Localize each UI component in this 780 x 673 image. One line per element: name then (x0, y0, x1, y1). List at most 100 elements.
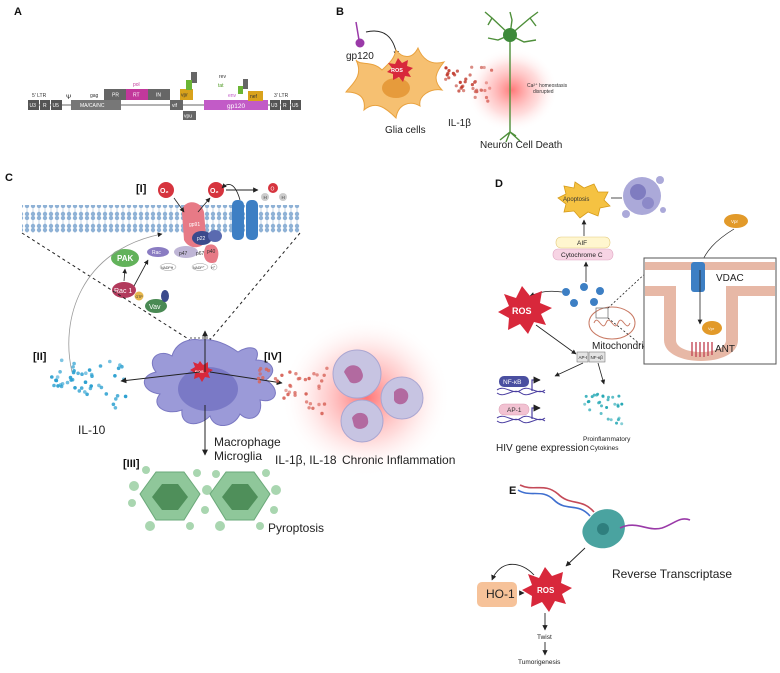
il1b-il18-dot (280, 373, 284, 377)
in-label: IN (156, 93, 161, 99)
il10-dot (73, 386, 77, 390)
d-ros-label: ROS (512, 306, 532, 316)
env-label: env (228, 93, 237, 99)
vdac-label: VDAC (716, 273, 744, 284)
neuron-death-label: Neuron Cell Death (480, 140, 562, 151)
cytokine-dot (617, 394, 621, 398)
o-label: O (271, 187, 275, 193)
arrow-il10-feedback (68, 232, 163, 373)
arrow-o2-2 (197, 197, 211, 213)
il10-dot (65, 380, 70, 385)
vpu-segment (183, 111, 196, 120)
il10-dot (55, 375, 60, 379)
il1b-il18-dot (273, 377, 278, 381)
il1b-il18-dot (287, 390, 292, 394)
neuron-soma (503, 28, 517, 42)
o2-label-2: O₂ (210, 188, 219, 195)
e-ros-label: ROS (537, 586, 555, 595)
dna-ap1: AP-1 (496, 403, 546, 424)
o2-molecule-2: O₂ (208, 182, 224, 198)
nadp-label: NADP⁺ (193, 266, 205, 270)
rev-exon1 (191, 72, 197, 83)
il1b-dot (462, 89, 466, 93)
rev-label: rev (219, 74, 226, 80)
il10-dot (99, 385, 104, 390)
h-label-2: H (282, 195, 285, 200)
rac1-label: Rac 1 (114, 288, 132, 295)
c-label-i: [I] (136, 183, 147, 195)
il1b-il18-dot (294, 372, 298, 376)
cytokine-dot (587, 400, 591, 403)
pol-label: pol (133, 82, 140, 88)
vpr-segment (180, 89, 193, 100)
il10-dot (71, 370, 76, 375)
il10-dot (59, 358, 64, 363)
vpr-top-label: Vpr (731, 219, 739, 224)
il10-dot (116, 366, 121, 371)
cytokine-dot (607, 395, 610, 399)
cell-membrane (22, 205, 300, 233)
gp91-label: gp91 (189, 222, 200, 228)
gtp-label: GTP (136, 295, 144, 299)
il1b-il18-dot (304, 400, 309, 404)
in-segment (148, 89, 170, 100)
arrow-rt-ros (565, 547, 586, 567)
vif-label: vif (172, 103, 178, 109)
proinflammatory-label: Proinflammatory (583, 436, 631, 443)
il10-dot (97, 383, 101, 388)
tumorigenesis-label: Tumorigenesis (518, 659, 561, 666)
pak-label: PAK (117, 254, 134, 263)
il10-dot (115, 394, 120, 398)
tat-label: tat (218, 83, 224, 89)
nef-segment (248, 91, 263, 101)
il1b-il18-dot (298, 376, 302, 381)
pyroptotic-cell-1 (128, 466, 212, 531)
cytokine-dot (606, 417, 610, 421)
chronic-inflammation-label: Chronic Inflammation (342, 453, 455, 467)
reverse-transcriptase-enzyme (582, 509, 625, 549)
il10-dot (58, 383, 63, 387)
cytokine-dot (583, 402, 587, 406)
cytochrome-label: Cytochrome C (561, 252, 603, 259)
vpr-ant-label: Vpr (708, 326, 715, 331)
r-label: R (43, 103, 47, 109)
pr-segment (104, 89, 126, 100)
arrow-ros-ap1 (535, 324, 577, 355)
b-il1b-label: IL-1β (448, 118, 471, 129)
il1b-il18-dot (288, 370, 292, 374)
arrow-rac1-complex (133, 259, 149, 287)
cytokine-dot (599, 412, 603, 415)
il1b-il18-dot (311, 406, 315, 410)
cytokine-dot (609, 418, 613, 422)
il10-dot (111, 402, 116, 407)
il10-dot (113, 406, 118, 410)
il10-dot (70, 377, 75, 382)
aif-box (555, 236, 611, 249)
psi-label: Ψ (66, 94, 71, 101)
il1b-il18-dot (325, 366, 329, 370)
il1b-il18-dot (256, 376, 261, 381)
cytokines-label: Cytokines (590, 445, 619, 452)
il1b-il18-dot (317, 402, 321, 407)
vpr-label: vpr (181, 93, 188, 99)
mito-membrane-inset (643, 257, 777, 365)
il1b-il18-label: IL-1β, IL-18 (275, 453, 337, 467)
il10-dot (76, 371, 80, 376)
il10-dot (58, 370, 62, 374)
il1b-il18-dot (322, 373, 326, 377)
il1b-il18-dot (257, 380, 262, 384)
vif-segment (170, 100, 183, 110)
dna-nfkb: NF-κB (496, 376, 546, 396)
ho1-label: HO-1 (486, 587, 515, 601)
panel-label-d: D (495, 178, 503, 190)
arrow-o2-1 (173, 197, 185, 213)
cytokine-dot (600, 404, 603, 408)
p40-label: p40 (207, 249, 216, 255)
zoom-lines (21, 232, 301, 341)
il1b-dot (459, 86, 463, 90)
b-ros-label: ROS (391, 68, 403, 74)
il1b-il18-dot (293, 391, 297, 395)
cdna-strand (619, 518, 691, 530)
arrow-ros-il10 (120, 371, 201, 384)
macrophage-label: Macrophage (214, 435, 281, 449)
